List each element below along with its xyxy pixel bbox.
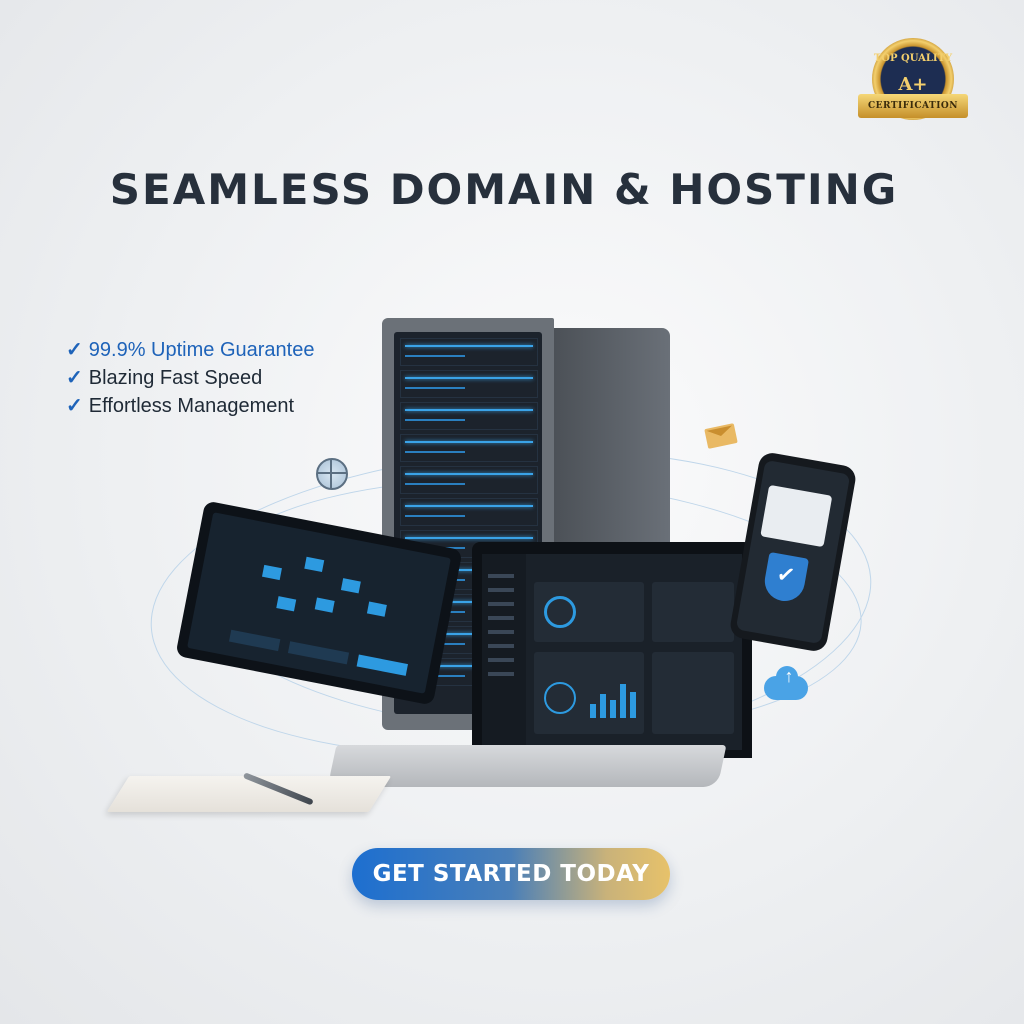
feature-label: Effortless Management [88,395,295,417]
network-node [340,578,361,594]
feature-list: ✓99.9% Uptime Guarantee ✓Blazing Fast Sp… [66,336,314,420]
feature-label: 99.9% Uptime Guarantee [88,339,315,361]
dashboard-chart-card [534,652,644,734]
checkmark-icon: ✓ [66,395,83,417]
drive-bay [400,498,538,526]
cloud-upload-icon [764,666,808,700]
globe-icon [316,458,348,490]
feature-item: ✓99.9% Uptime Guarantee [66,336,314,364]
page-title: SEAMLESS DOMAIN & HOSTING [109,165,899,214]
drive-bay [400,402,538,430]
drive-bay [400,466,538,494]
tablet-button [287,641,350,665]
dashboard-card [534,582,644,642]
tablet-button [356,654,408,676]
dashboard-sidebar [482,554,526,750]
get-started-button[interactable]: GET STARTED TODAY [352,848,670,900]
badge-top-text: TOP QUALITY [873,53,953,64]
laptop-dashboard-screen [482,554,742,750]
tablet-button [228,629,281,652]
badge-ribbon: CERTIFICATION [858,94,968,118]
get-started-label: GET STARTED TODAY [372,861,650,887]
shield-check-icon: ✓ [761,551,810,605]
drive-bay [400,434,538,462]
drive-bay [400,370,538,398]
feature-item: ✓Effortless Management [66,392,314,420]
network-node [261,564,282,581]
upload-arrow-icon: ↑ [784,666,794,686]
network-node [314,597,335,613]
certification-badge: TOP QUALITY A+ CERTIFICATION [858,38,968,133]
network-node [276,596,297,612]
network-node [366,601,387,617]
feature-item: ✓Blazing Fast Speed [66,364,314,392]
notepad-illustration [106,776,392,812]
badge-ribbon-text: CERTIFICATION [868,101,958,111]
drive-bay [400,338,538,366]
envelope-icon [704,423,738,449]
badge-grade: A+ [898,74,928,95]
feature-label: Blazing Fast Speed [88,367,263,389]
laptop-illustration [472,542,752,758]
checkmark-icon: ✓ [66,339,83,361]
checkmark-icon: ✓ [66,367,83,389]
phone-card [760,484,833,548]
network-node [304,556,325,572]
dashboard-card [652,582,734,642]
dashboard-card [652,652,734,734]
